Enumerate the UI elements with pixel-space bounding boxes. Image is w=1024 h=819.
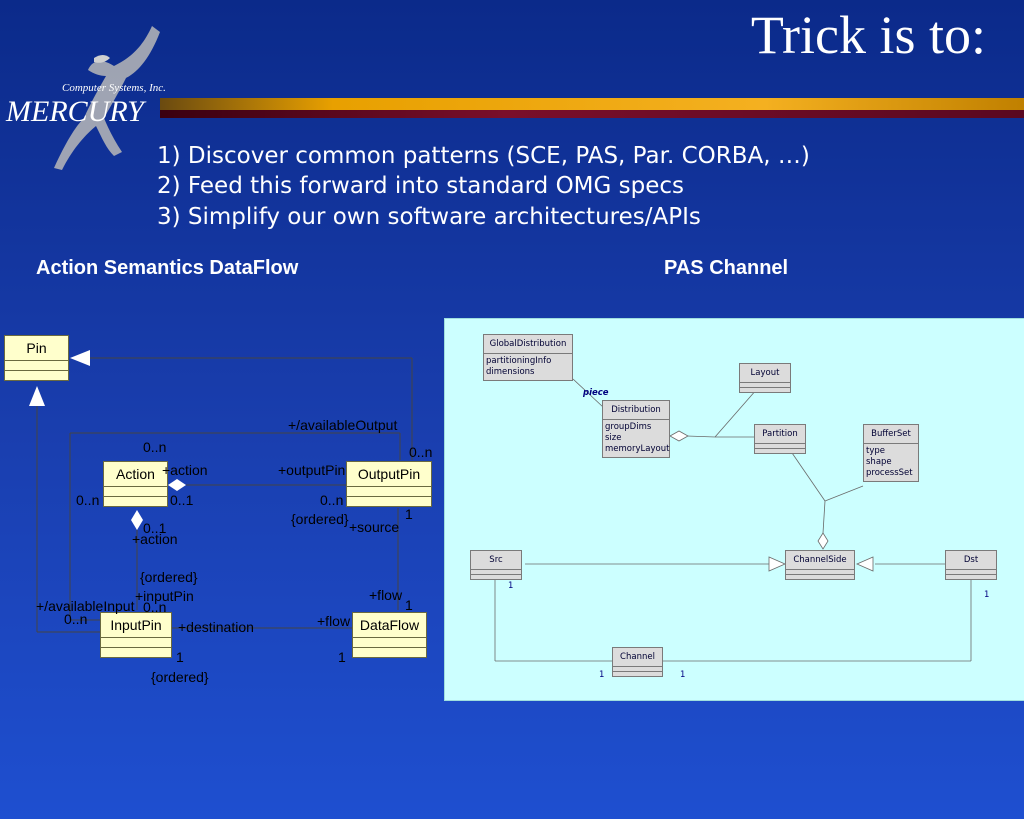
pas-class-layout: Layout (739, 363, 791, 393)
generalization-arrow-icon (856, 556, 874, 572)
constraint-label: {ordered} (140, 569, 198, 585)
mult-label: 1 (405, 506, 413, 522)
class-output-pin: OutputPin (346, 461, 432, 507)
aggregation-diamond-icon (817, 532, 829, 550)
pas-class-dst: Dst (945, 550, 997, 580)
pas-class-src: Src (470, 550, 522, 580)
pas-class-channel-side: ChannelSide (785, 550, 855, 580)
constraint-label: {ordered} (291, 511, 349, 527)
role-label: +source (349, 519, 400, 535)
aggregation-diamond-icon (669, 430, 689, 442)
label-available-output: +/availableOutput (288, 417, 398, 433)
heading-pas-channel: PAS Channel (664, 257, 789, 279)
role-label: +action (132, 531, 178, 547)
mult-label: 0..n (143, 599, 167, 615)
bullet-1: 1) Discover common patterns (SCE, PAS, P… (157, 143, 810, 169)
pas-diagram-connectors (494, 378, 972, 662)
pas-class-global-distribution: GlobalDistribution partitioningInfo dime… (483, 334, 573, 381)
stripe-maroon (160, 110, 1024, 118)
mult-label: 0..n (64, 611, 88, 627)
heading-action-semantics: Action Semantics DataFlow (36, 257, 299, 279)
mult-label: 0..1 (143, 520, 167, 536)
role-label: +flow (317, 613, 351, 629)
generalization-arrow-icon (29, 386, 45, 406)
generalization-arrow-icon (768, 556, 786, 572)
pas-class-distribution: Distribution groupDims size memoryLayout (602, 400, 670, 458)
aggregation-diamond-icon (131, 510, 143, 530)
mult-label: 0..n (76, 492, 100, 508)
mult-label: 1 (599, 670, 605, 680)
generalization-arrow-icon (70, 350, 90, 366)
mult-label: 1 (338, 649, 346, 665)
class-dataflow: DataFlow (352, 612, 427, 658)
role-label: +destination (178, 619, 254, 635)
pas-class-partition: Partition (754, 424, 806, 454)
stripe-gold (160, 98, 1024, 110)
role-label: +action (162, 462, 208, 478)
pas-class-buffer-set: BufferSet type shape processSet (863, 424, 919, 482)
left-diagram-connectors (29, 350, 413, 633)
pas-channel-diagram: GlobalDistribution partitioningInfo dime… (444, 318, 1024, 701)
mult-label: 1 (405, 597, 413, 613)
constraint-label: {ordered} (151, 669, 209, 685)
mult-label: 0..1 (170, 492, 194, 508)
svg-text:Computer Systems, Inc.: Computer Systems, Inc. (62, 82, 166, 94)
class-action: Action (103, 461, 168, 507)
class-input-pin: InputPin (100, 612, 172, 658)
mult-label: 0..n (143, 439, 167, 455)
bullet-2: 2) Feed this forward into standard OMG s… (157, 173, 685, 199)
action-semantics-diagram: Pin Action OutputPin InputPin DataFlow +… (0, 320, 444, 700)
svg-text:MERCURY: MERCURY (5, 95, 147, 128)
mult-label: 0..n (409, 444, 433, 460)
role-label: +flow (369, 587, 403, 603)
class-pin: Pin (4, 335, 69, 381)
role-label: +outputPin (278, 462, 346, 478)
mult-label: 1 (984, 590, 990, 600)
label-piece: piece (583, 388, 609, 398)
mercury-figure-icon (54, 26, 160, 170)
role-label: +inputPin (135, 588, 194, 604)
mult-label: 1 (176, 649, 184, 665)
mult-label: 0..n (320, 492, 344, 508)
slide-title: Trick is to: (750, 5, 986, 65)
mercury-logo: Computer Systems, Inc. MERCURY (5, 26, 166, 170)
bullet-3: 3) Simplify our own software architectur… (157, 204, 701, 230)
label-available-input: +/availableInput (36, 598, 135, 614)
pas-class-channel: Channel (612, 647, 663, 677)
aggregation-diamond-icon (168, 479, 186, 491)
mult-label: 1 (508, 581, 514, 591)
mult-label: 1 (680, 670, 686, 680)
